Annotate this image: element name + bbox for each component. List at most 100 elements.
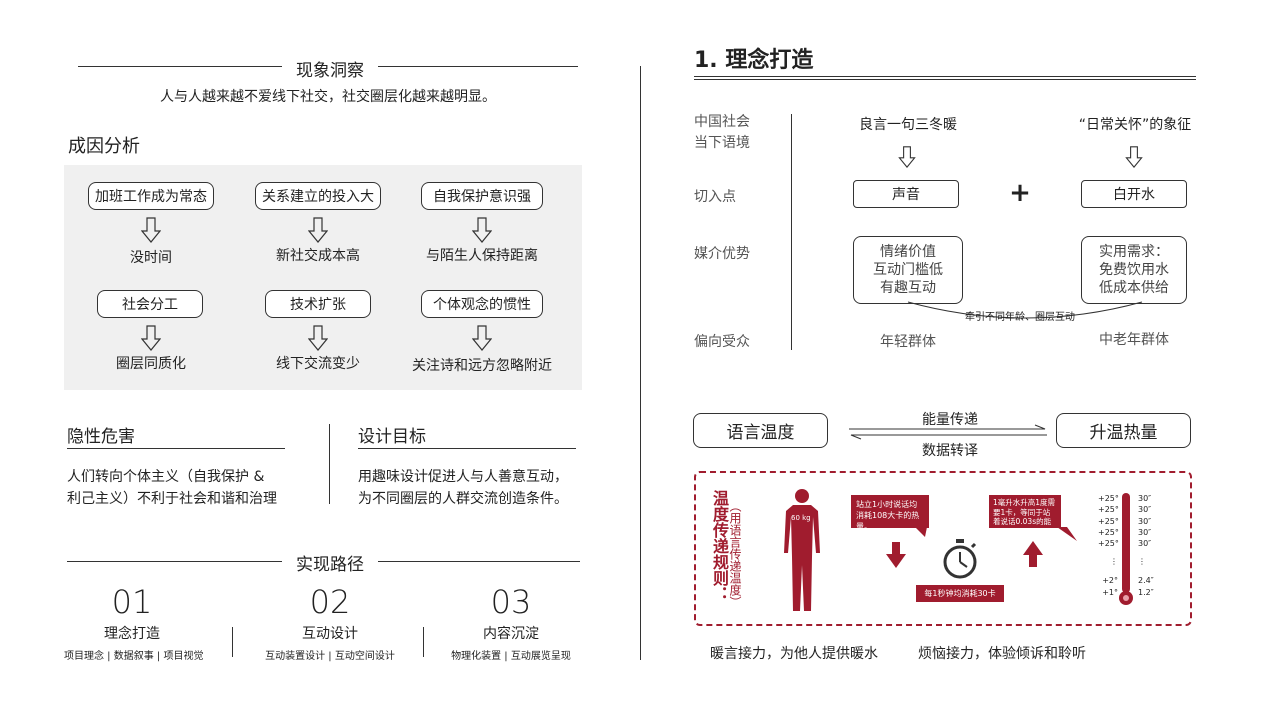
time-label: ⋮: [1138, 557, 1146, 567]
footer-left: 暖言接力，为他人提供暖水: [710, 646, 878, 662]
entry-box-left: 声音: [853, 180, 959, 208]
bridge-curve: [907, 301, 1143, 319]
time-label: 30″: [1138, 539, 1152, 549]
arrow-down-icon: [308, 325, 328, 351]
row-label-entry: 切入点: [694, 189, 736, 205]
timer-label: 每1秒钟均消耗30卡: [916, 585, 1004, 602]
weight-label: 60 kg: [791, 514, 811, 522]
quote-left: 良言一句三冬暖: [859, 117, 957, 133]
cause-result: 关注诗和远方忽略附近: [412, 358, 552, 374]
divider: [67, 561, 282, 562]
transfer-top-label: 能量传递: [922, 412, 978, 428]
observe-title: 现象洞察: [296, 61, 364, 81]
audience-right: 中老年群体: [1099, 332, 1169, 348]
time-label: 30″: [1138, 494, 1152, 503]
arrow-down-icon: [141, 217, 161, 243]
audience-left: 年轻群体: [880, 334, 936, 350]
temp-label: +1°: [1102, 587, 1118, 597]
step-number: 01: [111, 583, 153, 621]
step-sub: 物理化装置 | 互动展览呈现: [451, 651, 571, 662]
stopwatch-icon: [943, 539, 977, 579]
time-label: 30″: [1138, 505, 1152, 515]
temp-scale: +25° +25° +25° +25° +25° ⋮ +2° +1°: [1098, 493, 1119, 598]
cause-result: 线下交流变少: [276, 356, 360, 372]
row-label-audience: 偏向受众: [694, 334, 750, 350]
goal-line1: 用趣味设计促进人与人善意互动，: [358, 469, 568, 485]
step-name: 理念打造: [104, 626, 160, 642]
cause-box: 个体观念的惯性: [421, 290, 543, 318]
cause-result: 没时间: [130, 250, 172, 266]
time-scale: 30″ 30″ 30″ 30″ 30″ ⋮ 2.4″ 1.2″: [1138, 493, 1162, 598]
row-label-context: 中国社会 当下语境: [694, 114, 750, 151]
temp-label: +25°: [1098, 505, 1119, 515]
time-label: 1.2″: [1138, 587, 1154, 597]
step-sub: 互动装置设计 | 互动空间设计: [265, 651, 395, 662]
arrow-down-icon: [472, 325, 492, 351]
transfer-left-box: 语言温度: [693, 413, 828, 448]
bubble-water: 1毫升水升高1度需要1卡，等同于站着说话0.03s的能量。: [989, 495, 1061, 528]
path-title: 实现路径: [296, 555, 364, 575]
cause-result: 圈层同质化: [116, 356, 186, 372]
harm-line1: 人们转向个体主义（自我保护 &: [67, 469, 265, 485]
divider: [378, 561, 580, 562]
page-divider: [640, 66, 641, 660]
step-name: 互动设计: [302, 626, 358, 642]
cause-box: 社会分工: [97, 290, 203, 318]
divider: [694, 79, 1196, 80]
thermometer-icon: [1119, 493, 1133, 605]
divider: [378, 66, 578, 67]
divider: [423, 627, 424, 657]
temp-label: +25°: [1098, 539, 1119, 549]
time-label: 30″: [1138, 516, 1152, 526]
temp-label: +25°: [1098, 527, 1119, 537]
transfer-right-box: 升温热量: [1056, 413, 1191, 448]
path-step: 03 内容沉淀 物理化装置 | 互动展览呈现: [443, 584, 579, 662]
harm-title: 隐性危害: [67, 427, 135, 447]
arrow-down-icon: [472, 217, 492, 243]
arrow-down-icon: [308, 217, 328, 243]
bubble-tail: [915, 527, 927, 537]
divider: [694, 76, 1196, 77]
page-title: 1. 理念打造: [694, 48, 814, 73]
rule-title: 温度传递规则：: [710, 490, 729, 602]
time-label: 30″: [1138, 527, 1152, 537]
arrow-up-icon: [1023, 541, 1043, 567]
goal-line2: 为不同圈层的人群交流创造条件。: [358, 491, 568, 507]
step-sub: 项目理念 | 数据叙事 | 项目视觉: [64, 651, 204, 662]
bubble-tail: [1057, 527, 1077, 541]
arrow-down-icon: [886, 542, 906, 568]
entry-box-right: 白开水: [1081, 180, 1187, 208]
causes-panel: 加班工作成为常态 没时间 关系建立的投入大 新社交成本高 自我保护意识强 与陌生…: [64, 165, 582, 390]
arrow-down-icon: [898, 146, 916, 168]
step-number: 03: [490, 583, 532, 621]
row-label-media: 媒介优势: [694, 246, 750, 262]
temp-label: +25°: [1098, 494, 1119, 503]
exchange-arrows-icon: [849, 424, 1047, 440]
causes-title: 成因分析: [68, 136, 140, 157]
divider: [67, 448, 285, 449]
cause-result: 与陌生人保持距离: [426, 248, 538, 264]
temp-label: +25°: [1098, 516, 1119, 526]
divider: [358, 448, 576, 449]
divider: [791, 114, 792, 350]
divider: [78, 66, 282, 67]
divider: [329, 424, 330, 504]
media-box-left: 情绪价值 互动门槛低 有趣互动: [853, 236, 963, 304]
cause-result: 新社交成本高: [276, 248, 360, 264]
media-box-right: 实用需求： 免费饮用水 低成本供给: [1081, 236, 1187, 304]
cause-box: 自我保护意识强: [421, 182, 543, 210]
human-figure-icon: [784, 489, 820, 611]
cause-box: 技术扩张: [265, 290, 371, 318]
quote-right: “日常关怀”的象征: [1078, 117, 1192, 133]
step-number: 02: [309, 583, 351, 621]
path-step: 01 理念打造 项目理念 | 数据叙事 | 项目视觉: [64, 583, 204, 662]
arrow-down-icon: [1125, 146, 1143, 168]
observe-text: 人与人越来越不爱线下社交，社交圈层化越来越明显。: [160, 89, 496, 105]
temp-label: ⋮: [1110, 557, 1118, 567]
transfer-bottom-label: 数据转译: [922, 443, 978, 459]
goal-title: 设计目标: [358, 427, 426, 447]
rule-panel: [694, 471, 1192, 626]
cause-box: 加班工作成为常态: [88, 182, 214, 210]
plus-icon: +: [1009, 178, 1031, 208]
time-label: 2.4″: [1138, 576, 1154, 586]
